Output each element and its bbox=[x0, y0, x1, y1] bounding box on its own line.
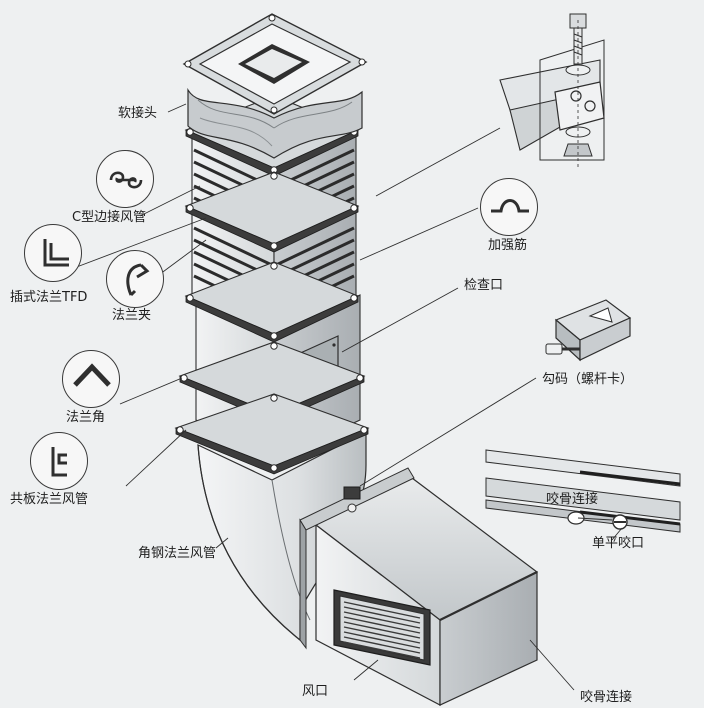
label-rib: 加强筋 bbox=[488, 238, 528, 253]
flange-bolt bbox=[350, 204, 358, 212]
flange-bolt bbox=[180, 374, 188, 382]
flange-bolt bbox=[270, 262, 278, 270]
label-flange-clip: 法兰夹 bbox=[112, 308, 152, 323]
flange-bolt bbox=[270, 394, 278, 402]
label-outlet: 风口 bbox=[302, 684, 329, 699]
grille-slat bbox=[343, 621, 421, 639]
label-bite-joint-bottom: 咬骨连接 bbox=[580, 690, 633, 705]
grille-slat bbox=[343, 616, 421, 634]
flange-angle-icon bbox=[62, 350, 120, 408]
label-plug-tfd: 插式法兰TFD bbox=[10, 290, 88, 305]
flange-bolt bbox=[350, 294, 358, 302]
grille-slat bbox=[343, 631, 421, 649]
top-flange bbox=[182, 13, 368, 115]
flange-bolt bbox=[270, 172, 278, 180]
horizontal-duct bbox=[299, 467, 539, 706]
seam-detail bbox=[485, 449, 681, 533]
flange-bolt bbox=[186, 294, 194, 302]
c-seam-icon bbox=[96, 150, 154, 208]
flange-bolt bbox=[176, 426, 184, 434]
label-shared-flange: 共板法兰风管 bbox=[10, 492, 89, 507]
label-angle-steel: 角钢法兰风管 bbox=[138, 546, 217, 561]
vertical-duct bbox=[174, 13, 370, 475]
flange-bolt bbox=[270, 342, 278, 350]
label-flange-angle: 法兰角 bbox=[66, 410, 106, 425]
label-bite-joint: 咬骨连接 bbox=[546, 492, 599, 507]
flange-bolt bbox=[270, 332, 278, 340]
flange-bolt bbox=[186, 204, 194, 212]
grille-slat bbox=[343, 636, 421, 654]
label-inspection: 检查口 bbox=[464, 278, 504, 293]
flange-clip-icon bbox=[106, 250, 164, 308]
flange-bolt bbox=[356, 374, 364, 382]
grille-slat bbox=[343, 601, 421, 619]
grille-slat bbox=[343, 641, 421, 659]
label-single-seam: 单平咬口 bbox=[592, 536, 645, 551]
leader-lines bbox=[73, 103, 623, 691]
flange-bolt bbox=[360, 426, 368, 434]
flange-bolt bbox=[186, 128, 194, 136]
grille-slat bbox=[343, 626, 421, 644]
plug-flange-icon bbox=[24, 224, 82, 282]
grille-slat bbox=[343, 606, 421, 624]
grille-slat bbox=[343, 611, 421, 629]
flange-bolt bbox=[270, 464, 278, 472]
label-hook: 勾码（螺杆卡） bbox=[542, 372, 634, 387]
duct-flanges bbox=[174, 95, 370, 475]
label-c-duct: C型边接风管 bbox=[72, 210, 147, 225]
rib-icon bbox=[480, 178, 538, 236]
label-soft-joint: 软接头 bbox=[118, 106, 158, 121]
bolt-flange-detail bbox=[499, 13, 605, 170]
flange-bolt bbox=[270, 242, 278, 250]
hook-clamp-detail bbox=[545, 299, 632, 362]
shared-flange-icon bbox=[30, 432, 88, 490]
soft-joint bbox=[187, 87, 363, 159]
